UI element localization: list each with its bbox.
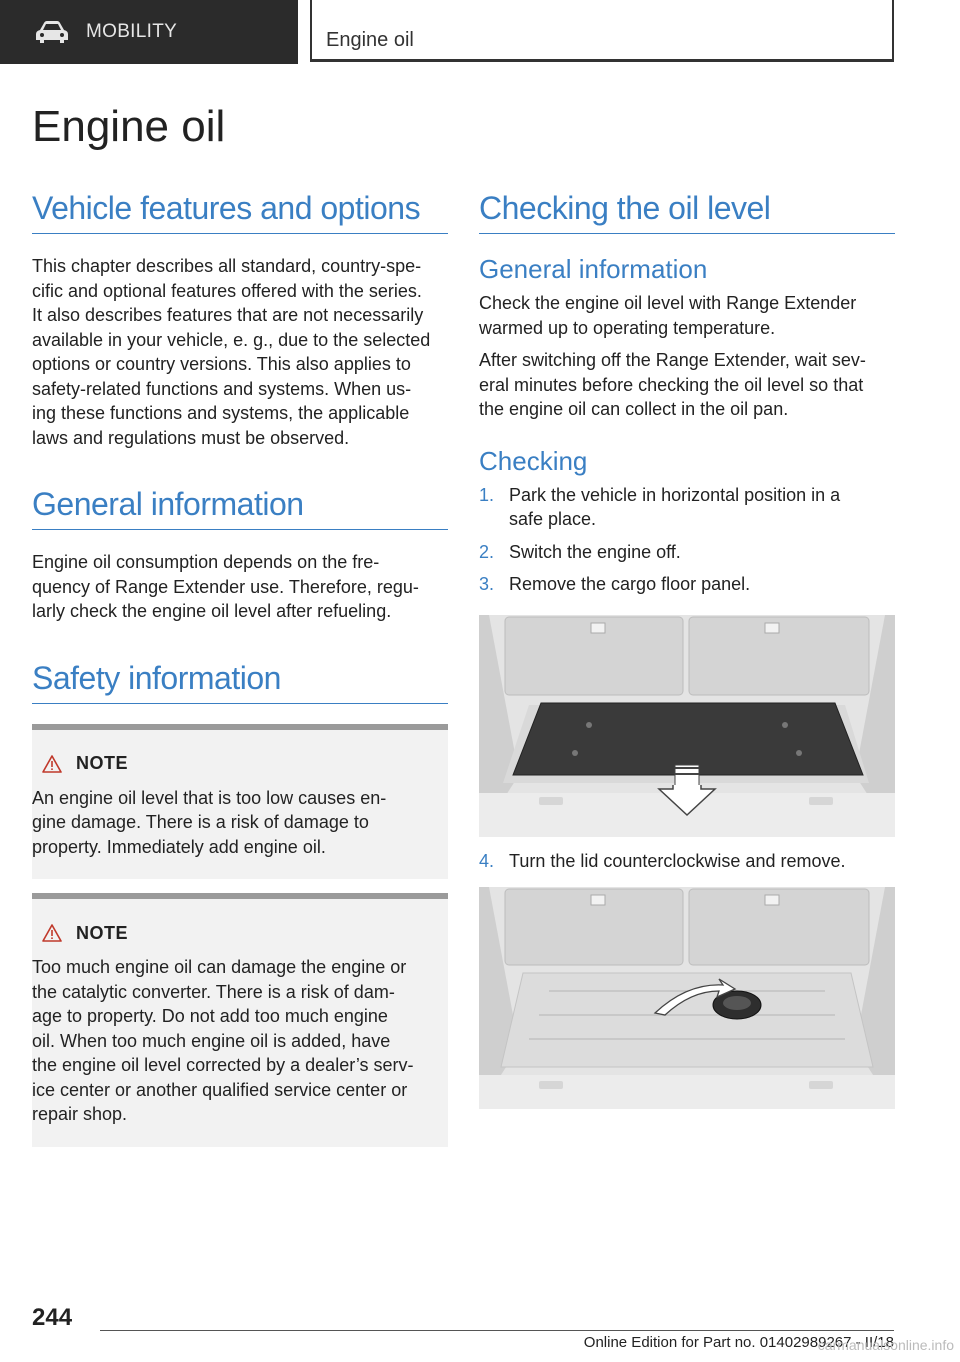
step-number: 3. — [479, 574, 495, 594]
note-box: NOTE An engine oil level that is too low… — [32, 723, 448, 879]
note-text: Too much engine oil can damage the engin… — [32, 957, 414, 1124]
step-number: 1. — [479, 484, 495, 505]
subheading-general-information: General information — [479, 254, 708, 284]
general-text-2: After switching off the Range Extender, … — [479, 350, 866, 419]
note-label: NOTE — [76, 753, 129, 773]
note-text: An engine oil level that is too low caus… — [32, 787, 387, 857]
step-number: 4. — [479, 850, 495, 871]
chapter-label: Engine oil — [326, 29, 414, 51]
right-column: Checking the oil level General informati… — [479, 190, 895, 1109]
steps-list-continued: 4. Turn the lid counterclockwise and rem… — [479, 849, 895, 874]
note-header: NOTE — [42, 750, 438, 778]
step-text: Switch the engine off. — [509, 541, 681, 562]
step-item: 2. Switch the engine off. — [479, 540, 895, 565]
note-label: NOTE — [76, 922, 129, 943]
footer-divider — [100, 1330, 894, 1331]
left-column: Vehicle features and options This chapte… — [32, 190, 448, 1147]
subheading-checking: Checking — [479, 445, 588, 476]
watermark-text: carmanualsonline.info — [817, 1337, 954, 1353]
step-item: 3. Remove the cargo floor panel. — [479, 572, 895, 597]
warning-triangle-icon — [42, 754, 62, 773]
note-box: NOTE Too much engine oil can damage the … — [32, 893, 448, 1147]
section-label: MOBILITY — [86, 21, 178, 42]
page-number: 244 — [32, 1304, 73, 1331]
warning-triangle-icon — [42, 924, 62, 942]
cargo-area-drawing — [479, 614, 895, 837]
step-number: 2. — [479, 541, 495, 562]
page-header: MOBILITY Engine oil — [0, 0, 960, 66]
step-item: 1. Park the vehicle in horizontal positi… — [479, 483, 895, 532]
page-footer: 244 Online Edition for Part no. 01402989… — [0, 1290, 960, 1362]
car-icon — [36, 21, 68, 43]
oil-lid-drawing — [479, 887, 895, 1109]
cargo-floor-panel-illustration — [479, 614, 895, 837]
heading-checking-oil-level: Checking the oil level — [479, 190, 895, 234]
heading-vehicle-features: Vehicle features and options — [32, 190, 448, 234]
step-text: Park the vehicle in horizontal position … — [509, 484, 841, 530]
oil-lid-illustration — [479, 887, 895, 1109]
chapter-tab: Engine oil — [310, 0, 894, 62]
vehicle-features-text: This chapter describes all standard, cou… — [32, 256, 431, 448]
section-tab: MOBILITY — [0, 0, 298, 64]
step-item: 4. Turn the lid counterclockwise and rem… — [479, 849, 895, 874]
steps-list: 1. Park the vehicle in horizontal positi… — [479, 483, 895, 597]
step-text: Remove the cargo floor panel. — [509, 574, 751, 594]
page-title: Engine oil — [32, 102, 226, 151]
step-text: Turn the lid counterclockwise and remove… — [509, 850, 846, 871]
heading-general-information: General information — [32, 486, 448, 530]
general-text-1: Check the engine oil level with Range Ex… — [479, 293, 857, 338]
edition-text: Online Edition for Part no. 01402989267 … — [583, 1334, 894, 1351]
note-header: NOTE — [42, 919, 438, 947]
general-information-text: Engine oil consumption depends on the fr… — [32, 552, 419, 621]
heading-safety-information: Safety information — [32, 660, 448, 704]
